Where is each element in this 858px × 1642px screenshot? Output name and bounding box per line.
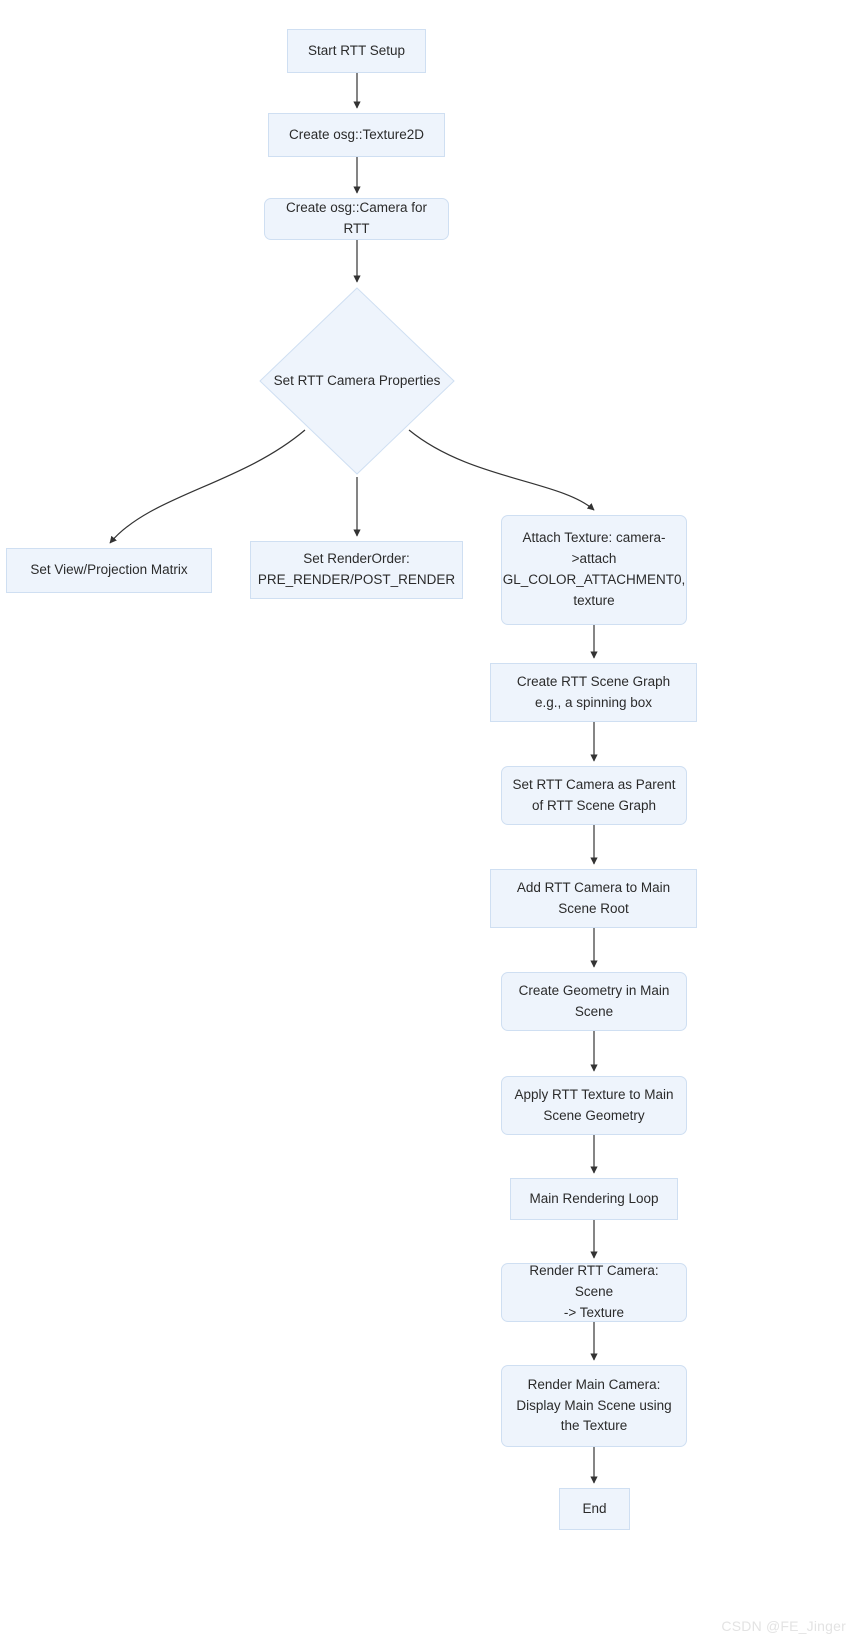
- flow-node-attach[interactable]: Attach Texture: camera- >attach GL_COLOR…: [501, 515, 687, 625]
- flow-node-label-rttscene: Create RTT Scene Graph e.g., a spinning …: [516, 673, 671, 710]
- flow-node-applytex[interactable]: Apply RTT Texture to Main Scene Geometry: [501, 1076, 687, 1135]
- flow-node-addroot[interactable]: Add RTT Camera to Main Scene Root: [490, 869, 697, 928]
- flow-node-viewproj[interactable]: Set View/Projection Matrix: [6, 548, 212, 593]
- flow-node-rttscene[interactable]: Create RTT Scene Graph e.g., a spinning …: [490, 663, 697, 722]
- flow-node-mainloop[interactable]: Main Rendering Loop: [510, 1178, 678, 1220]
- flow-node-label-parent: Set RTT Camera as Parent of RTT Scene Gr…: [512, 776, 676, 813]
- flow-node-label-camera: Create osg::Camera for RTT: [285, 200, 428, 236]
- flow-node-parent[interactable]: Set RTT Camera as Parent of RTT Scene Gr…: [501, 766, 687, 825]
- flow-node-label-props: Set RTT Camera Properties: [273, 372, 441, 388]
- flow-node-label-texture2d: Create osg::Texture2D: [288, 126, 425, 142]
- flow-node-label-start: Start RTT Setup: [307, 42, 406, 58]
- flow-node-label-renderorder: Set RenderOrder: PRE_RENDER/POST_RENDER: [257, 551, 456, 587]
- flow-node-label-addroot: Add RTT Camera to Main Scene Root: [516, 879, 671, 916]
- decision-diamond-shape: [259, 287, 455, 475]
- flow-node-camera[interactable]: Create osg::Camera for RTT: [264, 198, 449, 240]
- flow-node-label-viewproj: Set View/Projection Matrix: [30, 562, 188, 578]
- flow-node-label-rendermain: Render Main Camera: Display Main Scene u…: [516, 1376, 672, 1434]
- watermark-label: CSDN @FE_Jinger: [721, 1618, 846, 1634]
- flow-node-label-mainloop: Main Rendering Loop: [529, 1190, 659, 1206]
- flow-node-texture2d[interactable]: Create osg::Texture2D: [268, 113, 445, 157]
- flow-node-props[interactable]: Set RTT Camera Properties: [259, 287, 455, 475]
- flow-node-geometry[interactable]: Create Geometry in Main Scene: [501, 972, 687, 1031]
- flow-node-label-geometry: Create Geometry in Main Scene: [518, 982, 670, 1019]
- flow-node-start[interactable]: Start RTT Setup: [287, 29, 426, 73]
- flow-node-label-renderrtt: Render RTT Camera: Scene -> Texture: [529, 1263, 659, 1320]
- flow-node-label-applytex: Apply RTT Texture to Main Scene Geometry: [514, 1086, 674, 1123]
- flow-node-rendermain[interactable]: Render Main Camera: Display Main Scene u…: [501, 1365, 687, 1447]
- flow-node-label-attach: Attach Texture: camera- >attach GL_COLOR…: [502, 530, 686, 608]
- flow-node-renderrtt[interactable]: Render RTT Camera: Scene -> Texture: [501, 1263, 687, 1322]
- flow-node-renderorder[interactable]: Set RenderOrder: PRE_RENDER/POST_RENDER: [250, 541, 463, 599]
- flow-node-label-end: End: [582, 1500, 607, 1516]
- flow-node-end[interactable]: End: [559, 1488, 630, 1530]
